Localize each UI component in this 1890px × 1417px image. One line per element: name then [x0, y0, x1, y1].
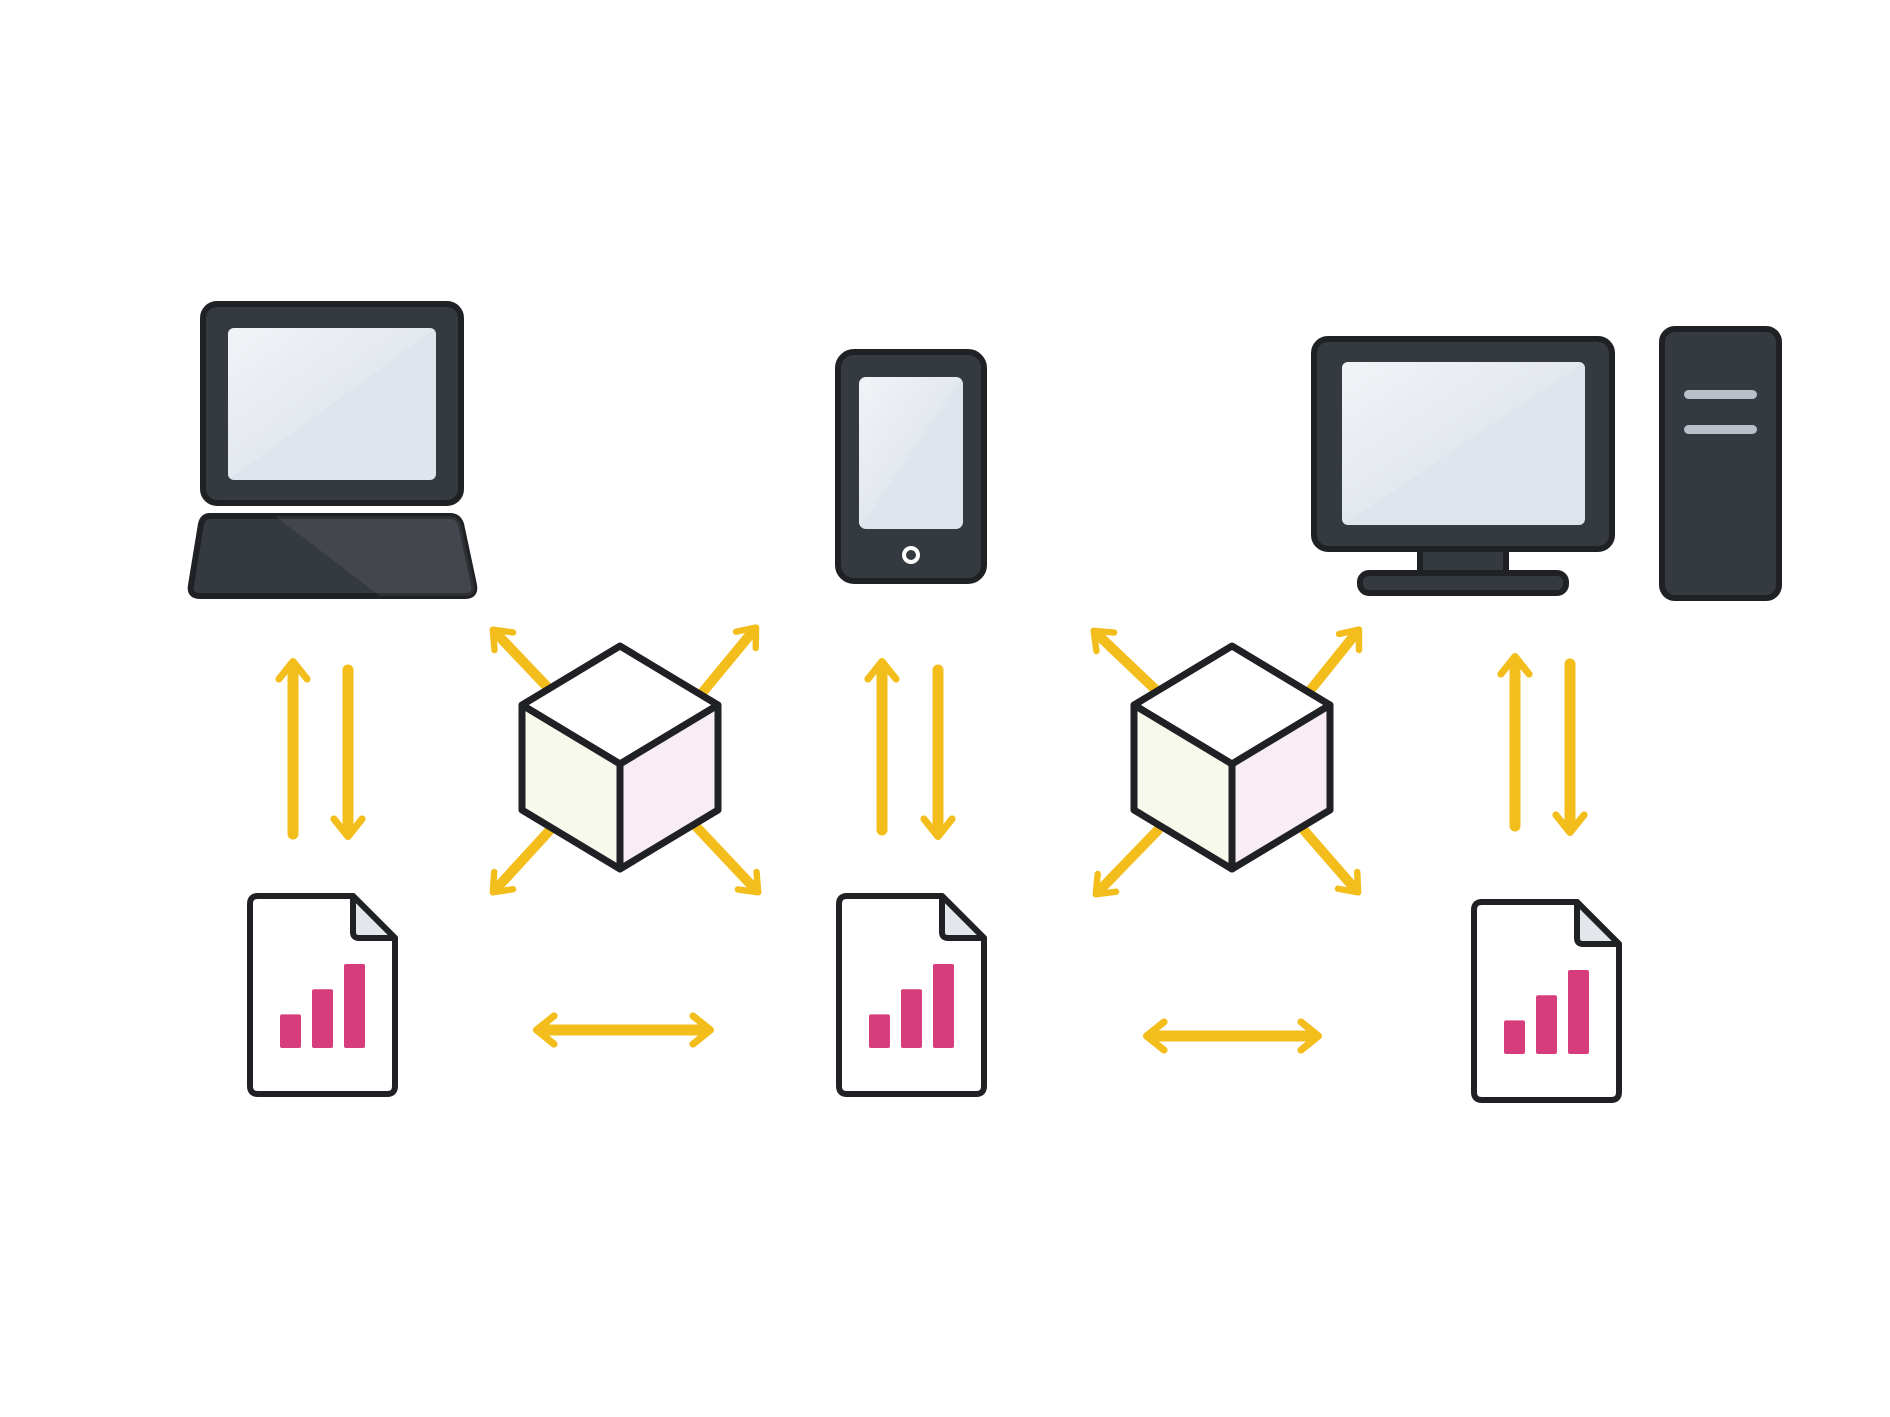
- chart-bar: [312, 989, 333, 1048]
- chart-bar: [869, 1014, 890, 1048]
- cube-icon: [518, 642, 722, 873]
- smartphone-icon: [835, 349, 987, 584]
- chart-bar: [344, 964, 365, 1048]
- chart-bar: [1568, 970, 1589, 1054]
- chart-bar: [933, 964, 954, 1048]
- chart-bar: [1504, 1020, 1525, 1054]
- document-fold: [1574, 899, 1622, 947]
- cube-icon: [1130, 642, 1334, 873]
- chart-document-icon: [1471, 899, 1622, 1103]
- document-fold: [350, 893, 398, 941]
- chart-bar: [280, 1014, 301, 1048]
- desktop-computer-icon: [1311, 326, 1782, 601]
- chart-document-icon: [247, 893, 398, 1097]
- desktop-sync-arrows: [1497, 652, 1588, 837]
- chart-document-icon: [836, 893, 987, 1097]
- document-fold: [939, 893, 987, 941]
- laptop-icon: [187, 301, 478, 599]
- chart-bar: [1536, 995, 1557, 1054]
- phone-sync-arrows: [864, 657, 956, 841]
- laptop-sync-arrows: [275, 657, 366, 841]
- chart-bar: [901, 989, 922, 1048]
